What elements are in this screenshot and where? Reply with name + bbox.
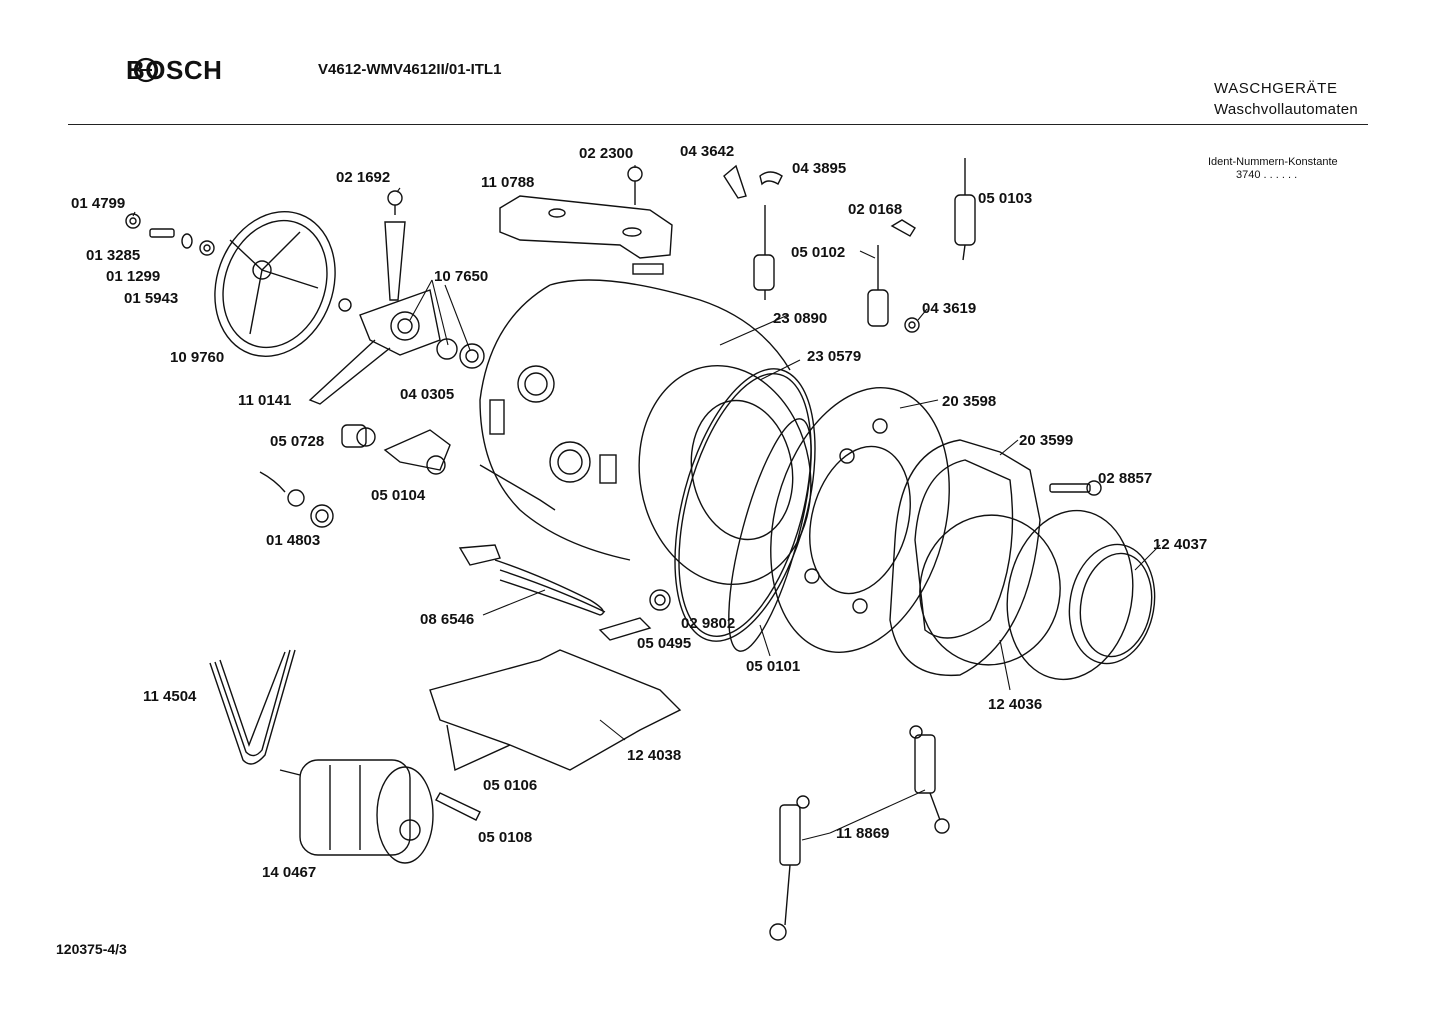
part-label-118869: 11 8869 <box>836 825 889 842</box>
counterweight-drawing <box>499 195 673 275</box>
shock-absorber-drawing <box>769 725 950 941</box>
part-label-050728: 05 0728 <box>270 433 324 450</box>
part-label-050103: 05 0103 <box>978 190 1032 207</box>
tension-band-drawing <box>889 439 1041 677</box>
ident-value: 3740 . . . . . . <box>1236 169 1298 181</box>
small-parts-left-drawing <box>259 424 451 528</box>
hardware-small-drawing <box>125 190 403 312</box>
part-label-011299: 01 1299 <box>106 268 160 285</box>
part-label-124036: 12 4036 <box>988 696 1042 713</box>
category-subtitle: Waschvollautomaten <box>1214 101 1359 118</box>
part-label-043895: 04 3895 <box>792 160 846 177</box>
part-label-050108: 05 0108 <box>478 829 532 846</box>
part-label-109760: 10 9760 <box>170 349 224 366</box>
part-label-022300: 02 2300 <box>579 145 633 162</box>
door-seal-drawing <box>1006 509 1156 681</box>
part-label-110788: 11 0788 <box>481 174 534 191</box>
base-plate-drawing <box>429 649 682 772</box>
drive-belt-drawing <box>209 649 296 765</box>
part-label-124037: 12 4037 <box>1153 536 1207 553</box>
tension-screw-drawing <box>1049 480 1102 496</box>
drawing-number: 120375-4/3 <box>56 941 127 957</box>
tub-seal-drawing <box>674 368 816 642</box>
drum-pulley-drawing <box>214 210 336 358</box>
part-label-107650: 10 7650 <box>434 268 488 285</box>
part-label-230890: 23 0890 <box>773 310 827 327</box>
bosch-logo-icon <box>133 57 159 83</box>
leader-lines <box>132 165 1161 841</box>
category-title: WASCHGERÄTE <box>1214 80 1338 97</box>
part-label-203598: 20 3598 <box>942 393 996 410</box>
header-divider <box>68 124 1368 125</box>
clamp-ring-drawing <box>919 514 1061 666</box>
part-labels: 01 4799 01 3285 01 1299 01 5943 10 9760 … <box>71 143 1207 881</box>
part-label-043619: 04 3619 <box>922 300 976 317</box>
part-label-114504: 11 4504 <box>143 688 197 705</box>
part-label-043642: 04 3642 <box>680 143 734 160</box>
motor-drawing <box>279 759 434 864</box>
part-label-028857: 02 8857 <box>1098 470 1152 487</box>
drum-spider-drawing <box>308 221 485 405</box>
part-label-050495: 05 0495 <box>637 635 691 652</box>
part-label-020168: 02 0168 <box>848 201 902 218</box>
heater-hardware-drawing <box>598 589 671 641</box>
seal-ring-drawing <box>728 418 812 652</box>
springs-and-screws-drawing <box>627 158 976 333</box>
ident-label: Ident-Nummern-Konstante <box>1208 156 1338 168</box>
part-label-050104: 05 0104 <box>371 487 426 504</box>
part-label-014799: 01 4799 <box>71 195 125 212</box>
part-label-203599: 20 3599 <box>1019 432 1073 449</box>
part-label-050106: 05 0106 <box>483 777 537 794</box>
part-label-050102: 05 0102 <box>791 244 845 261</box>
part-label-124038: 12 4038 <box>627 747 681 764</box>
part-label-014803: 01 4803 <box>266 532 320 549</box>
part-label-040305: 04 0305 <box>400 386 454 403</box>
part-label-029802: 02 9802 <box>681 615 735 632</box>
drum-drawing <box>479 279 812 586</box>
part-label-230579: 23 0579 <box>807 348 861 365</box>
motor-pin-drawing <box>435 792 481 821</box>
model-code: V4612-WMV4612II/01-ITL1 <box>318 61 502 78</box>
part-label-021692: 02 1692 <box>336 169 390 186</box>
brand-name: BOSCH <box>126 55 223 85</box>
part-label-110141: 11 0141 <box>238 392 291 409</box>
tub-front-drawing <box>770 387 950 653</box>
part-label-013285: 01 3285 <box>86 247 140 264</box>
heater-element-drawing <box>458 544 606 616</box>
part-label-140467: 14 0467 <box>262 864 316 881</box>
part-label-050101: 05 0101 <box>746 658 800 675</box>
part-label-086546: 08 6546 <box>420 611 474 628</box>
part-label-015943: 01 5943 <box>124 290 178 307</box>
